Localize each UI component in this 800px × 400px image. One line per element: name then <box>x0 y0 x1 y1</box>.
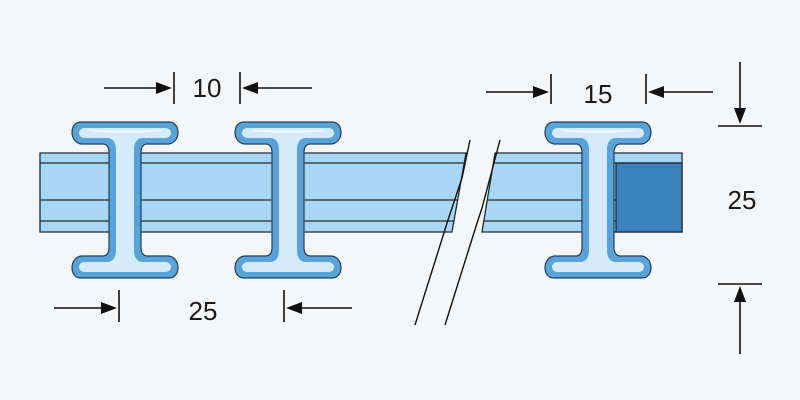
dimension-top-left: 10 <box>104 72 312 104</box>
dimension-label-15: 15 <box>584 79 613 109</box>
dimension-top-right: 15 <box>486 74 713 109</box>
bar-end-cap <box>615 162 683 233</box>
dimension-right-vertical: 25 <box>718 62 762 354</box>
dimension-label-25-right: 25 <box>728 185 757 215</box>
dimension-label-25-bottom: 25 <box>189 296 218 326</box>
dimension-label-10: 10 <box>193 73 222 103</box>
bar-left-segment <box>39 152 467 233</box>
break-symbol <box>414 139 501 326</box>
dimension-bottom-left: 25 <box>54 290 352 326</box>
